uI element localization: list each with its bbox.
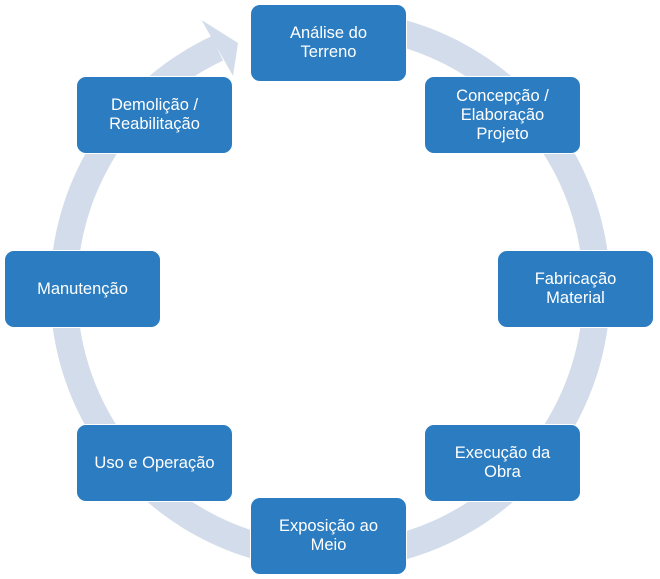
stage-label: Manutenção bbox=[37, 279, 128, 298]
stage-label: Uso e Operação bbox=[94, 453, 215, 472]
stage-label: Concepção / Elaboração Projeto bbox=[456, 86, 549, 143]
stage-uso-e-operacao: Uso e Operação bbox=[76, 424, 233, 502]
stage-execucao-da-obra: Execução da Obra bbox=[424, 424, 581, 502]
stage-demolicao-reabilitacao: Demolição / Reabilitação bbox=[76, 76, 233, 154]
stage-concepcao-elaboracao-projeto: Concepção / Elaboração Projeto bbox=[424, 76, 581, 154]
cycle-arrow-head bbox=[201, 20, 238, 76]
stage-label: Demolição / Reabilitação bbox=[109, 96, 200, 133]
stage-analise-do-terreno: Análise do Terreno bbox=[250, 4, 407, 82]
stage-exposicao-ao-meio: Exposição ao Meio bbox=[250, 497, 407, 575]
stage-label: Execução da Obra bbox=[454, 444, 551, 481]
stage-manutencao: Manutenção bbox=[4, 250, 161, 328]
stage-label: Exposição ao Meio bbox=[278, 517, 379, 554]
stage-label: Fabricação Material bbox=[534, 270, 617, 307]
stage-label: Análise do Terreno bbox=[289, 24, 368, 61]
stage-fabricacao-material: Fabricação Material bbox=[497, 250, 654, 328]
